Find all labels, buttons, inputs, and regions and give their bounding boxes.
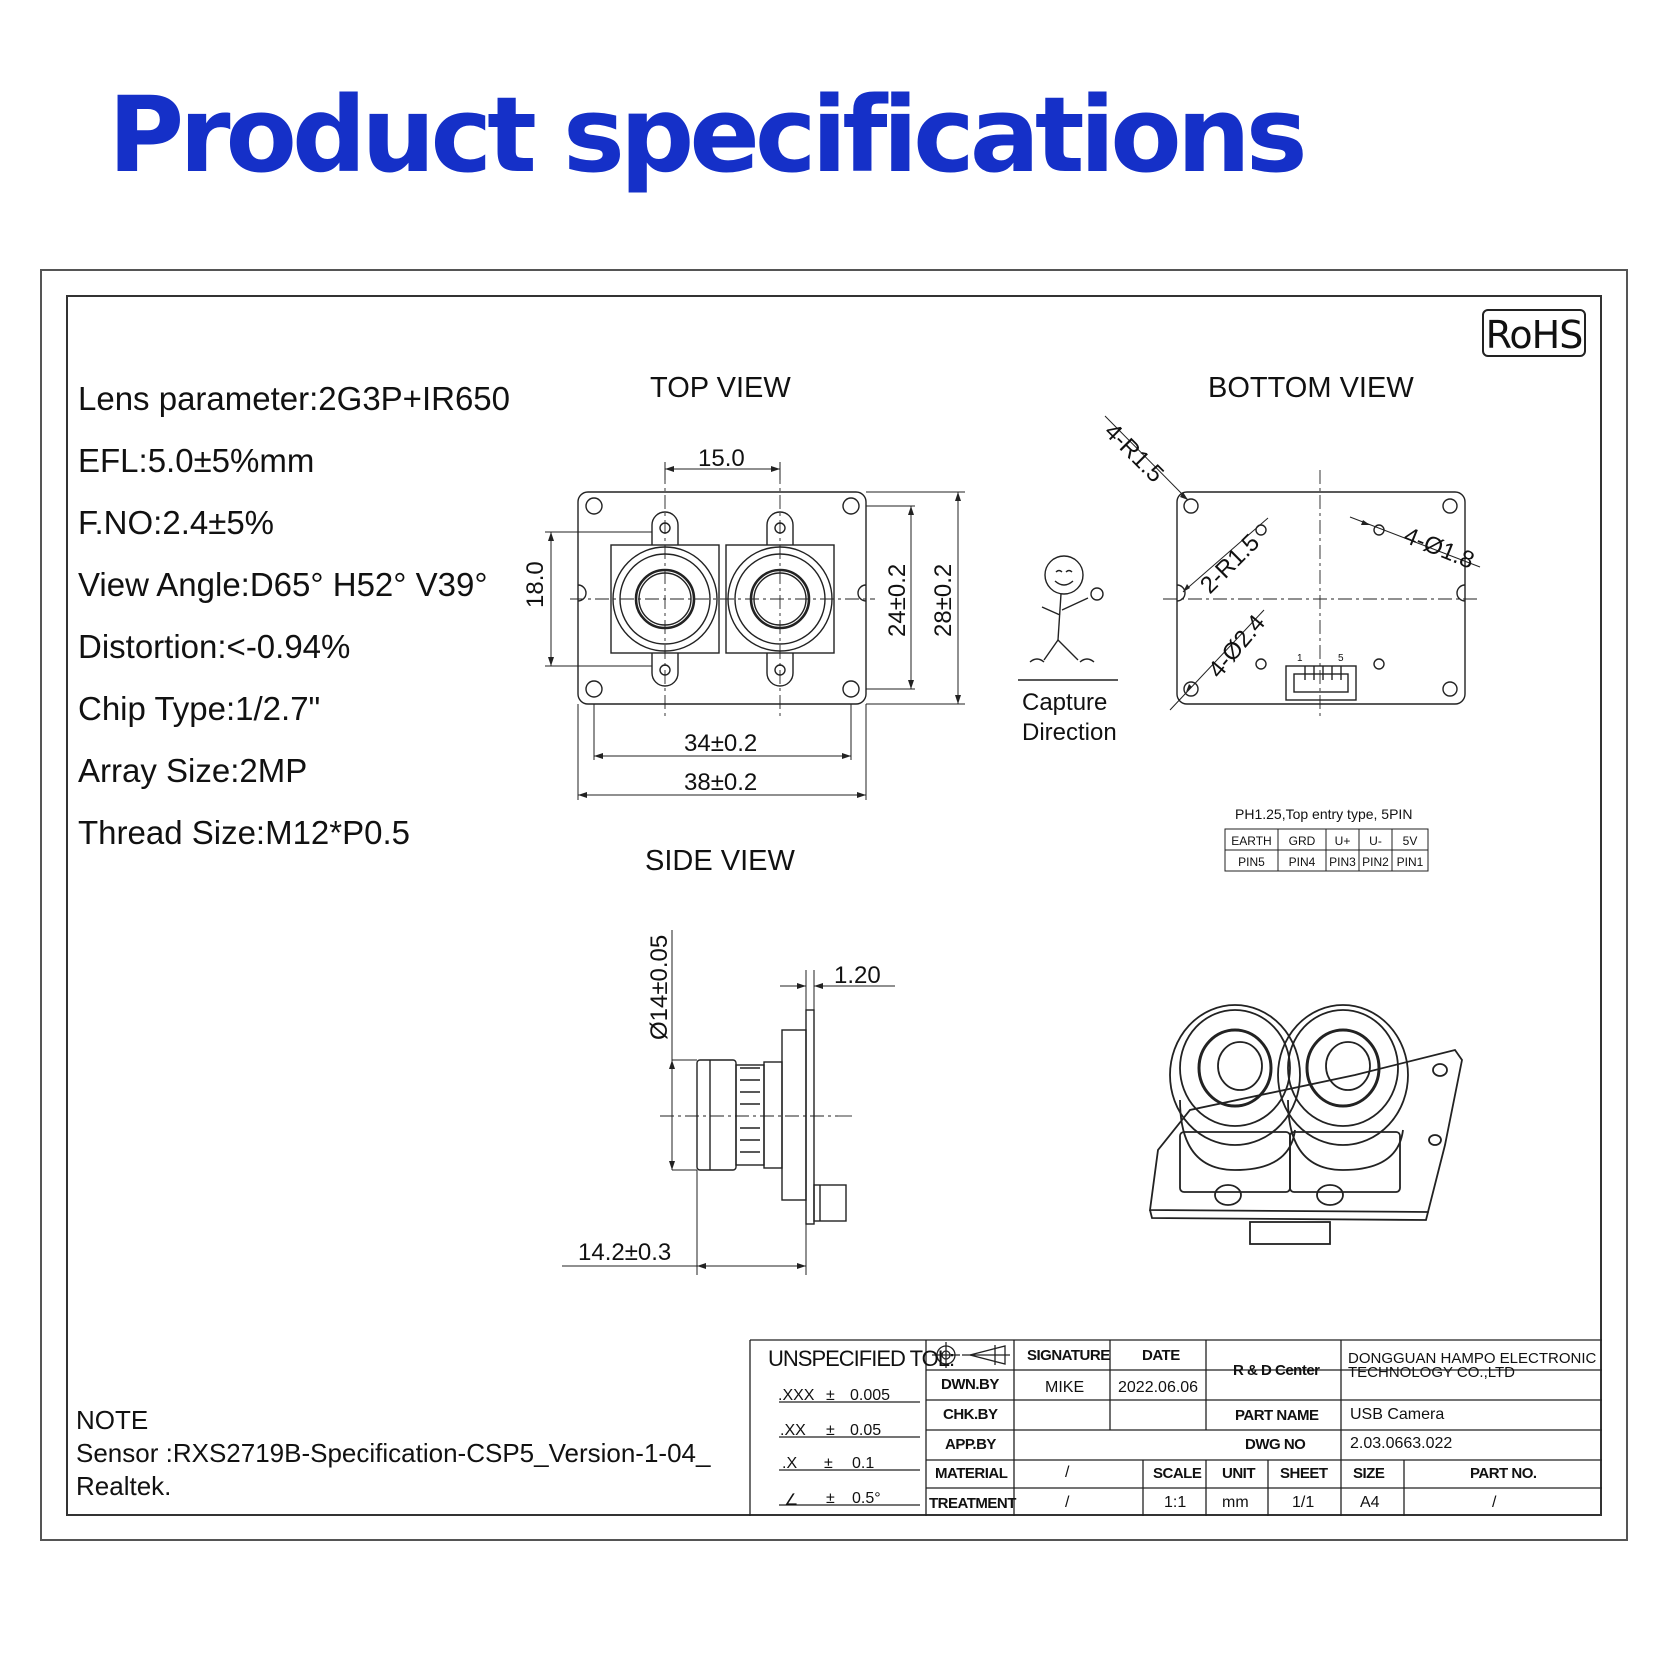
part-name-value: USB Camera [1350, 1406, 1445, 1423]
rd-center: R & D Center [1233, 1362, 1320, 1379]
drawing-inner-frame [66, 295, 1602, 1516]
tol-pm: ± [826, 1490, 835, 1507]
treatment-value: / [1065, 1494, 1070, 1511]
app-by-label: APP.BY [945, 1436, 996, 1453]
tol-value: 0.5° [852, 1490, 881, 1507]
rohs-badge: RoHS [1482, 309, 1586, 357]
pin-label: EARTH [1231, 834, 1272, 848]
pin-label: U+ [1334, 834, 1351, 848]
spec-lens: Lens parameter:2G3P+IR650 [78, 380, 511, 417]
dim-1-20: 1.20 [834, 962, 881, 989]
sheet-value: 1/1 [1292, 1494, 1315, 1511]
pin-label: GRD [1288, 834, 1316, 848]
dwn-by-date: 2022.06.06 [1118, 1379, 1199, 1396]
part-no-value: / [1492, 1494, 1497, 1511]
dim-15: 15.0 [698, 445, 745, 472]
top-view-title: TOP VIEW [650, 372, 791, 404]
dim-38: 38±0.2 [684, 769, 758, 796]
spec-fno: F.NO:2.4±5% [78, 504, 275, 541]
tol-pm: ± [824, 1455, 833, 1472]
unit-label: UNIT [1222, 1465, 1256, 1482]
company-name: DONGGUAN HAMPO ELECTRONIC TECHNOLOGY CO.… [1348, 1350, 1597, 1381]
page-title: Product specifications [108, 74, 1308, 196]
side-view-profile [696, 1009, 847, 1225]
capture-direction-figure [1018, 555, 1118, 681]
pin-label: 5V [1402, 834, 1418, 848]
material-value: / [1065, 1464, 1070, 1481]
dim-28: 28±0.2 [930, 563, 957, 637]
spec-efl: EFL:5.0±5%mm [78, 442, 315, 479]
tol-key: .XXX [778, 1387, 815, 1404]
pin-number: PIN1 [1396, 855, 1424, 869]
tol-key: .XX [780, 1422, 806, 1439]
part-name-label: PART NAME [1235, 1407, 1319, 1424]
part-no-label: PART NO. [1470, 1465, 1537, 1482]
treatment-label: TREATMENT [929, 1495, 1016, 1512]
spec-thread-size: Thread Size:M12*P0.5 [78, 814, 411, 851]
tol-value: 0.05 [850, 1422, 882, 1439]
note-label: NOTE [76, 1405, 149, 1435]
dim-24: 24±0.2 [884, 563, 911, 637]
scale-value: 1:1 [1164, 1494, 1187, 1511]
pin1-marker: 1 [1297, 653, 1303, 664]
pin-number: PIN4 [1288, 855, 1316, 869]
pin-number: PIN2 [1362, 855, 1389, 869]
dwn-by-name: MIKE [1045, 1379, 1085, 1396]
connector-caption: PH1.25,Top entry type, 5PIN [1235, 806, 1413, 822]
dim-34: 34±0.2 [684, 730, 758, 757]
pin5-marker: 5 [1338, 653, 1344, 664]
tol-key: .X [782, 1455, 798, 1472]
camera-isometric-render [1148, 1004, 1463, 1245]
note-line2: Realtek. [76, 1471, 172, 1501]
title-block-grid [749, 1339, 1602, 1516]
tol-key: ∠ [784, 1492, 799, 1509]
spec-chip-type: Chip Type:1/2.7" [78, 690, 321, 727]
pin-table-grid [1224, 828, 1429, 872]
spec-list: Lens parameter:2G3P+IR650 EFL:5.0±5%mm F… [78, 368, 510, 864]
dim-18: 18.0 [522, 561, 549, 608]
tol-value: 0.005 [850, 1387, 891, 1404]
dwg-no-value: 2.03.0663.022 [1350, 1435, 1453, 1452]
signature-header: SIGNATURE [1027, 1347, 1110, 1364]
size-label: SIZE [1353, 1465, 1385, 1482]
unit-value: mm [1222, 1494, 1249, 1511]
bottom-view-title: BOTTOM VIEW [1208, 372, 1414, 404]
dim-diameter-14: Ø14±0.05 [646, 934, 673, 1040]
top-view-board [577, 491, 867, 705]
note-line1: Sensor :RXS2719B-Specification-CSP5_Vers… [76, 1438, 711, 1468]
tol-value: 0.1 [852, 1455, 875, 1472]
spec-view-angle: View Angle:D65° H52° V39° [78, 566, 488, 603]
size-value: A4 [1360, 1494, 1380, 1511]
side-view-title: SIDE VIEW [645, 845, 795, 877]
date-header: DATE [1142, 1347, 1180, 1364]
tolerance-label: UNSPECIFIED TOL: [768, 1346, 955, 1371]
scale-label: SCALE [1153, 1465, 1202, 1482]
pin-label: U- [1369, 834, 1382, 848]
tol-pm: ± [826, 1387, 835, 1404]
dwg-no-label: DWG NO [1245, 1436, 1306, 1453]
dim-14-2: 14.2±0.3 [578, 1239, 672, 1266]
pin-number: PIN5 [1238, 855, 1265, 869]
chk-by-label: CHK.BY [943, 1406, 998, 1423]
capture-direction-label: Capture Direction [1022, 689, 1117, 746]
note-block: NOTE Sensor :RXS2719B-Specification-CSP5… [76, 1404, 710, 1503]
sheet-label: SHEET [1280, 1465, 1328, 1482]
dwn-by-label: DWN.BY [941, 1376, 999, 1393]
tol-pm: ± [826, 1422, 835, 1439]
drawing-outer-frame [40, 269, 1628, 1541]
pin-number: PIN3 [1329, 855, 1356, 869]
spec-distortion: Distortion:<-0.94% [78, 628, 351, 665]
material-label: MATERIAL [935, 1465, 1008, 1482]
spec-array-size: Array Size:2MP [78, 752, 308, 789]
